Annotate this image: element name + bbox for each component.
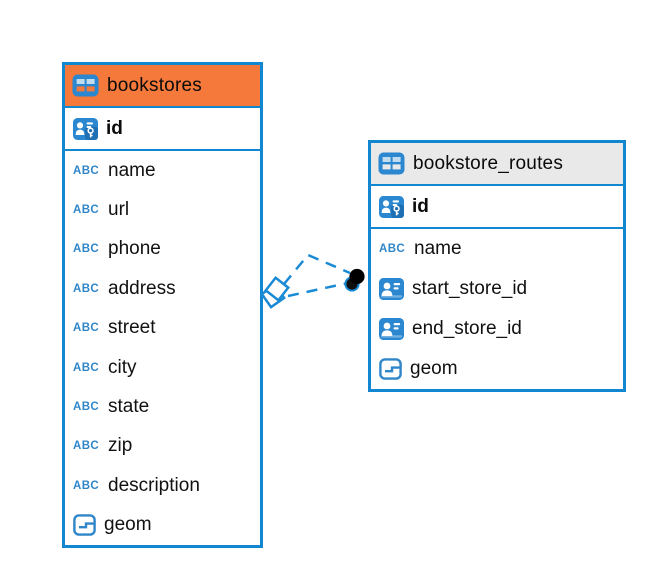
relationship-line-1[interactable] [283, 253, 351, 285]
column-row-address[interactable]: ABC address [65, 269, 260, 308]
column-name: end_store_id [412, 318, 522, 339]
diamond-end-marker [260, 283, 286, 309]
relationship-line-2[interactable] [287, 281, 349, 298]
column-name: address [108, 277, 176, 299]
text-type-icon: ABC [73, 204, 100, 217]
entity-table-bookstores[interactable]: bookstores id ABC name ABC url ABC [62, 62, 263, 548]
column-name: id [106, 117, 123, 139]
text-type-icon: ABC [73, 479, 100, 492]
column-row-geom[interactable]: geom [65, 506, 260, 545]
column-name: street [108, 317, 156, 339]
column-row-geom[interactable]: geom [371, 349, 623, 389]
foreign-key-icon [379, 278, 404, 300]
column-name: city [108, 356, 137, 378]
text-type-icon: ABC [73, 440, 100, 453]
table-header-bookstore-routes[interactable]: bookstore_routes [371, 143, 623, 186]
column-name: start_store_id [412, 278, 528, 299]
text-type-icon: ABC [379, 243, 406, 255]
column-name: url [108, 199, 130, 221]
primary-key-icon [73, 117, 98, 140]
column-row-state[interactable]: ABC state [65, 387, 260, 426]
column-row-id[interactable]: id [65, 108, 260, 151]
column-name: id [412, 195, 429, 217]
circle-end-marker [344, 276, 360, 292]
table-title: bookstore_routes [413, 152, 564, 174]
primary-key-icon [379, 195, 404, 218]
text-type-icon: ABC [73, 282, 100, 295]
column-row-zip[interactable]: ABC zip [65, 427, 260, 466]
column-row-url[interactable]: ABC url [65, 190, 260, 229]
text-type-icon: ABC [73, 401, 100, 414]
geometry-type-icon [73, 514, 96, 537]
column-name: name [108, 159, 156, 181]
table-title: bookstores [107, 74, 202, 96]
foreign-key-icon [379, 318, 404, 340]
table-icon [72, 74, 99, 97]
column-name: geom [410, 358, 458, 379]
column-row-name[interactable]: ABC name [65, 151, 260, 190]
column-row-description[interactable]: ABC description [65, 466, 260, 505]
column-row-city[interactable]: ABC city [65, 348, 260, 387]
column-name: phone [108, 238, 161, 260]
column-row-start-store-id[interactable]: start_store_id [371, 269, 623, 309]
column-name: state [108, 396, 150, 418]
text-type-icon: ABC [73, 243, 100, 256]
table-icon [378, 152, 405, 175]
column-row-end-store-id[interactable]: end_store_id [371, 309, 623, 349]
entity-table-bookstore-routes[interactable]: bookstore_routes id ABC name [368, 140, 626, 392]
column-row-phone[interactable]: ABC phone [65, 230, 260, 269]
geometry-type-icon [379, 358, 402, 380]
column-row-street[interactable]: ABC street [65, 309, 260, 348]
column-name: geom [104, 514, 152, 536]
text-type-icon: ABC [73, 322, 100, 335]
text-type-icon: ABC [73, 164, 100, 177]
column-name: name [414, 238, 462, 259]
column-name: zip [108, 435, 133, 457]
column-name: description [108, 474, 200, 496]
circle-end-marker [349, 268, 365, 285]
table-header-bookstores[interactable]: bookstores [65, 65, 260, 108]
text-type-icon: ABC [73, 361, 100, 374]
column-row-id[interactable]: id [371, 186, 623, 229]
diamond-end-marker [264, 276, 290, 302]
column-row-name[interactable]: ABC name [371, 229, 623, 269]
